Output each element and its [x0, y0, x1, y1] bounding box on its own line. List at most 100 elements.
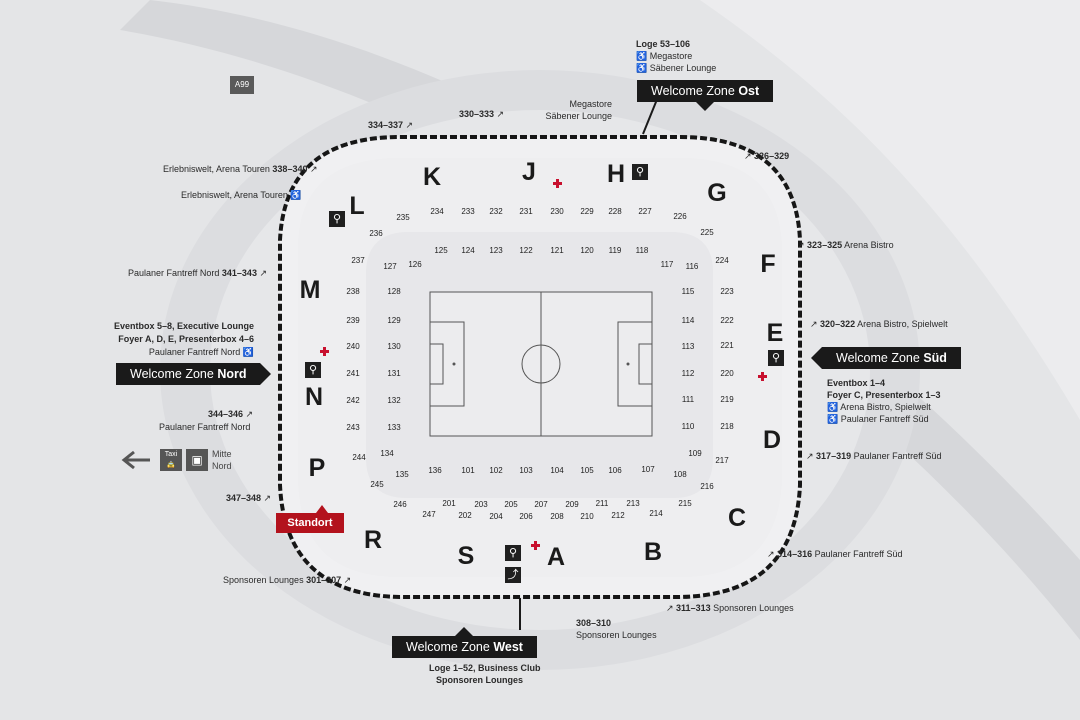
- section-103: 103: [519, 466, 533, 475]
- nord-label: Nord: [212, 461, 232, 471]
- section-208: 208: [550, 512, 564, 521]
- section-127: 127: [383, 262, 397, 271]
- section-122: 122: [519, 246, 533, 255]
- ramp-308-label: 308–310: [576, 618, 612, 628]
- ramp-301-label: Sponsoren Lounges 301–307 ↗: [223, 575, 352, 585]
- zone-letter-d: D: [762, 426, 782, 454]
- section-117: 117: [660, 260, 674, 269]
- saebener-lounge-label-2: Säbener Lounge: [545, 111, 612, 121]
- saebener-lounge-label: ♿ Säbener Lounge: [636, 63, 717, 73]
- section-128: 128: [387, 287, 401, 296]
- section-235: 235: [396, 213, 410, 222]
- background-swoosh: [700, 0, 1080, 420]
- section-210: 210: [580, 512, 594, 521]
- left-arrow-icon: [121, 450, 150, 470]
- restroom-icon: ⚲: [632, 164, 648, 180]
- football-pitch: [429, 291, 653, 437]
- section-243: 243: [346, 423, 360, 432]
- first-aid-icon: [530, 540, 541, 551]
- bistro-spielwelt-label: ♿ Arena Bistro, Spielwelt: [827, 402, 931, 412]
- zone-letter-f: F: [760, 250, 776, 278]
- ramp-338-label: Erlebniswelt, Arena Touren 338–340 ↗: [163, 164, 318, 174]
- section-227: 227: [638, 207, 652, 216]
- zone-letter-l: L: [349, 192, 365, 220]
- section-216: 216: [700, 482, 714, 491]
- section-106: 106: [608, 466, 622, 475]
- fantreff-nord-label: Paulaner Fantreff Nord ♿: [148, 347, 254, 357]
- taxi-icon: Taxi🚖: [160, 449, 182, 471]
- section-120: 120: [580, 246, 594, 255]
- zone-prefix: Welcome Zone: [836, 351, 924, 365]
- zone-prefix: Welcome Zone: [651, 84, 739, 98]
- zone-letter-a: A: [546, 543, 566, 571]
- ramp-344-label: 344–346 ↗: [208, 409, 254, 419]
- ramp-347-label: 347–348 ↗: [226, 493, 272, 503]
- section-209: 209: [565, 500, 579, 509]
- section-242: 242: [346, 396, 360, 405]
- zone-letter-h: H: [606, 160, 626, 188]
- section-228: 228: [608, 207, 622, 216]
- restroom-icon: ⚲: [768, 350, 784, 366]
- zone-letter-m: M: [299, 276, 321, 304]
- ramp-330-label: 330–333 ↗: [459, 109, 505, 119]
- zone-letter-p: P: [308, 454, 326, 482]
- restroom-icon: ⚲: [305, 362, 321, 378]
- section-226: 226: [673, 212, 687, 221]
- section-108: 108: [673, 470, 687, 479]
- zone-letter-j: J: [522, 158, 536, 186]
- fantreff-sued-label: ♿ Paulaner Fantreff Süd: [827, 414, 929, 424]
- section-240: 240: [346, 342, 360, 351]
- zone-name: Ost: [738, 84, 760, 98]
- section-241: 241: [346, 369, 360, 378]
- section-114: 114: [681, 316, 695, 325]
- section-116: 116: [685, 262, 699, 271]
- zone-letter-r: R: [363, 526, 383, 554]
- fantreff-nord-label-2: Paulaner Fantreff Nord: [159, 422, 251, 432]
- welcome-zone-ost: Welcome Zone Ost: [637, 80, 774, 111]
- section-132: 132: [387, 396, 401, 405]
- ramp-326-label: ↗ 326–329: [744, 151, 790, 161]
- section-102: 102: [489, 466, 503, 475]
- zone-prefix: Welcome Zone: [406, 640, 494, 654]
- section-222: 222: [720, 316, 734, 325]
- zone-letter-c: C: [727, 504, 747, 532]
- section-234: 234: [430, 207, 444, 216]
- sponsoren-west-label: Sponsoren Lounges: [435, 675, 523, 685]
- section-135: 135: [395, 470, 409, 479]
- section-206: 206: [519, 512, 533, 521]
- section-225: 225: [700, 228, 714, 237]
- eventbox-14-label: Eventbox 1–4: [827, 378, 886, 388]
- section-232: 232: [489, 207, 503, 216]
- section-218: 218: [720, 422, 734, 431]
- welcome-zone-sued: Welcome Zone Süd: [811, 347, 961, 369]
- section-101: 101: [461, 466, 475, 475]
- foyer-ade-label: Foyer A, D, E, Presenterbox 4–6: [118, 334, 254, 344]
- section-123: 123: [489, 246, 503, 255]
- section-214: 214: [649, 509, 663, 518]
- section-111: 111: [681, 395, 695, 404]
- erlebniswelt-label: Erlebniswelt, Arena Touren ♿: [181, 190, 302, 200]
- section-244: 244: [352, 453, 366, 462]
- section-224: 224: [715, 256, 729, 265]
- zone-letter-e: E: [766, 319, 784, 347]
- section-125: 125: [434, 246, 448, 255]
- zone-prefix: Welcome Zone: [130, 367, 218, 381]
- section-213: 213: [626, 499, 640, 508]
- section-133: 133: [387, 423, 401, 432]
- section-124: 124: [461, 246, 475, 255]
- section-223: 223: [720, 287, 734, 296]
- section-230: 230: [550, 207, 564, 216]
- section-205: 205: [504, 500, 518, 509]
- first-aid-icon: [757, 371, 768, 382]
- section-109: 109: [688, 449, 702, 458]
- section-231: 231: [519, 207, 533, 216]
- section-203: 203: [474, 500, 488, 509]
- mitte-label: Mitte: [212, 449, 232, 459]
- ramp-323-label: ↗ 323–325 Arena Bistro: [797, 240, 894, 250]
- welcome-zone-west: Welcome Zone West: [392, 627, 537, 658]
- section-104: 104: [550, 466, 564, 475]
- section-107: 107: [641, 465, 655, 474]
- zone-name: Nord: [217, 367, 247, 381]
